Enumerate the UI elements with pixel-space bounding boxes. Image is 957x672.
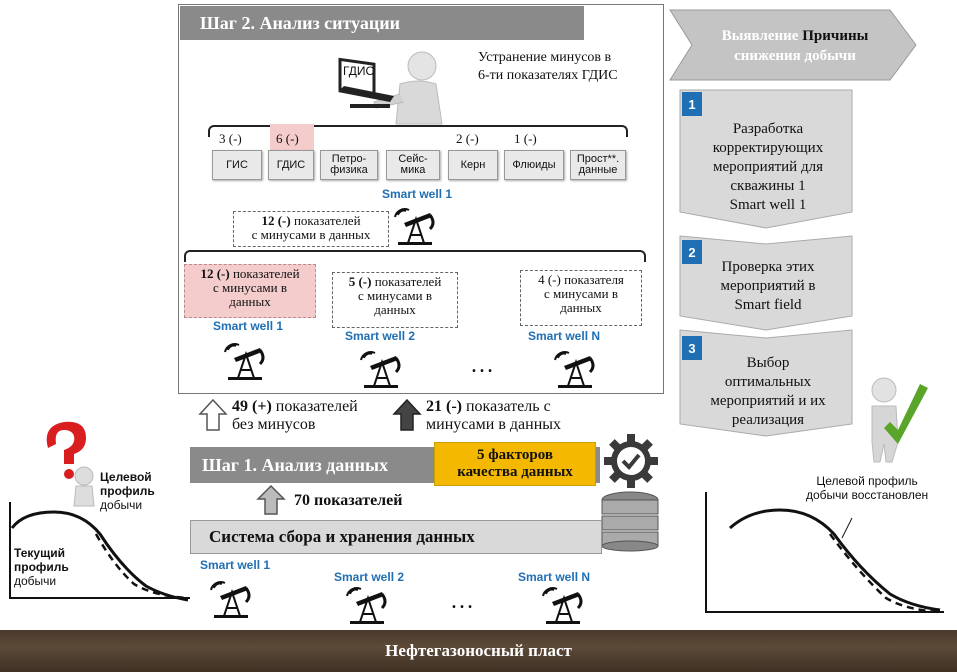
monitor-label: ГДИС [343, 64, 375, 78]
right-chart-label: Целевой профиль добычи восстановлен [806, 474, 929, 502]
category-kern: Керн [448, 150, 498, 180]
count-gis: 3 (-) [219, 131, 242, 146]
fix-note-line2: 6-ти показателях ГДИС [478, 68, 618, 83]
category-petrophysics: Петро-физика [320, 150, 378, 180]
wellN-name: Smart well N [528, 329, 601, 343]
up-arrow-dark-icon [392, 398, 422, 431]
check-person-icon [871, 377, 928, 463]
smart-well-1-label: Smart well 1 [382, 187, 453, 201]
pumpjack-icon [210, 581, 251, 618]
person-computer-icon [338, 51, 443, 125]
plus-indicators: 49 (+) показателей без минусов [232, 398, 358, 433]
pumpjack-icon [224, 343, 265, 380]
reservoir-footer: Нефтегазоносный пласт [0, 630, 957, 672]
bottom-ellipsis: … [450, 588, 474, 614]
category-gis: ГИС [212, 150, 262, 180]
right-header-chevron [669, 9, 917, 81]
pumpjack-icon [346, 587, 387, 624]
up-arrow-striped-icon [256, 484, 286, 515]
count-fluids: 1 (-) [514, 131, 537, 146]
left-target-label: Целевой профиль добычи [100, 470, 155, 512]
step1-title: Шаг 1. Анализ данных [202, 455, 389, 475]
count-kern: 2 (-) [456, 131, 479, 146]
reservoir-title: Нефтегазоносный пласт [385, 641, 572, 660]
summary-box: 12 (-) показателей с минусами в данных [233, 211, 389, 247]
pumpjack-icon [542, 587, 583, 624]
category-fluids: Флюиды [504, 150, 564, 180]
left-production-chart [9, 502, 190, 602]
well2-name: Smart well 2 [345, 329, 416, 343]
bottom-well1-name: Smart well 1 [200, 558, 271, 572]
step-2-number: 2 [682, 240, 702, 264]
left-current-label: Текущий профиль добычи [14, 546, 69, 588]
database-icon [601, 491, 659, 552]
step2-title: Шаг 2. Анализ ситуации [180, 6, 584, 40]
step-3-number: 3 [682, 336, 702, 360]
right-production-chart [705, 492, 944, 614]
quality-factors-box: 5 факторов качества данных [434, 442, 596, 486]
storage-title: Система сбора и хранения данных [209, 527, 475, 546]
bottom-well2-name: Smart well 2 [334, 570, 405, 584]
step-1-number: 1 [682, 92, 702, 116]
pumpjack-icon [394, 208, 435, 245]
storage-band: Система сбора и хранения данных [190, 520, 602, 554]
category-ghdis: ГДИС [268, 150, 314, 180]
gear-check-icon [604, 434, 658, 488]
ghdis-highlight [270, 124, 314, 150]
minus-indicators: 21 (-) показатель с минусами в данных [426, 398, 562, 433]
indicators-70: 70 показателей [294, 492, 403, 509]
step-1-chevron [679, 89, 853, 229]
up-arrow-white-icon [198, 398, 228, 431]
categories-bracket [208, 125, 628, 137]
well1-name: Smart well 1 [213, 319, 284, 333]
wells-bracket [184, 250, 646, 262]
pumpjack-icon [360, 351, 401, 388]
wells-ellipsis: … [470, 352, 494, 378]
step-3-chevron [679, 329, 853, 437]
step-2-chevron [679, 235, 853, 331]
category-other-data: Прост**.данные [570, 150, 626, 180]
bottom-wellN-name: Smart well N [518, 570, 591, 584]
fix-note-line1: Устранение минусов в [478, 50, 612, 65]
pumpjack-icon [554, 351, 595, 388]
step2-title-text: Шаг 2. Анализ ситуации [200, 13, 401, 33]
right-header-text: Выявление Причины снижения добычи [721, 28, 869, 64]
count-ghdis: 6 (-) [276, 131, 299, 146]
category-seismic: Сейс-мика [386, 150, 440, 180]
question-person-icon [46, 421, 95, 507]
